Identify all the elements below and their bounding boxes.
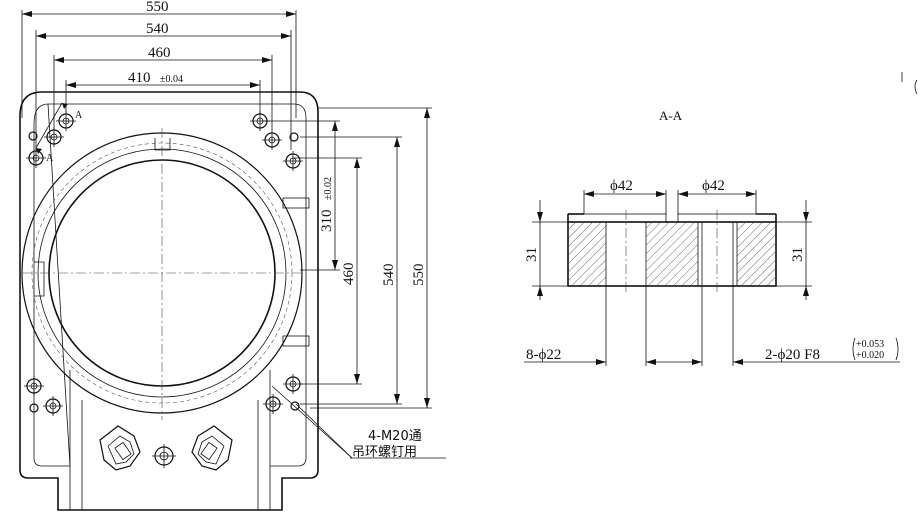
dim-dia42-right: ϕ42	[702, 178, 725, 194]
section-title: A-A	[659, 108, 683, 123]
dim-550-h: 550	[146, 0, 169, 15]
dim-540-h: 540	[146, 21, 169, 37]
dim-550-v: 550	[411, 264, 427, 287]
dim-vertical: 310 ±0.02 460 540 550	[262, 107, 432, 409]
section-mark-bottom: A	[46, 153, 54, 164]
side-slot-right-upper	[282, 197, 310, 209]
side-slot-right-lower	[282, 335, 310, 347]
plate-outline	[19, 91, 319, 511]
dim-dia42-left: ϕ42	[610, 178, 633, 194]
note-eyebolt: 吊环螺钉用	[352, 445, 417, 460]
dim-310-tolerance: ±0.02	[323, 177, 334, 200]
tol-upper: +0.053	[856, 339, 884, 350]
edge-fragment	[901, 72, 918, 95]
hole-group-lower-right	[263, 374, 303, 414]
keyway-notch	[154, 138, 171, 151]
dim-460-v: 460	[341, 263, 357, 286]
tol-lower: +0.020	[856, 350, 884, 361]
section-view-aa: A-A ϕ42 ϕ42	[524, 108, 900, 366]
dim-31-left: 31	[524, 247, 540, 262]
leader-note: 4-M20通 吊环螺钉用	[271, 385, 446, 460]
dim-2-dia20-f8: 2-ϕ20 F8	[765, 347, 820, 363]
counterbore-right	[677, 213, 777, 223]
dim-460-h: 460	[148, 45, 171, 61]
dim-310-v: 310	[319, 210, 335, 233]
hatch-mid-left	[646, 223, 698, 285]
front-view: A A 550 540 460	[19, 0, 446, 511]
clamp-bracket-right	[191, 425, 233, 471]
section-mark-top: A	[75, 110, 83, 121]
hatch-left	[569, 223, 606, 285]
note-m20: 4-M20通	[368, 429, 422, 444]
counterbore-left	[567, 213, 667, 223]
dim-horizontal: 550 540 460 410 ±0.04	[21, 0, 297, 150]
center-pin	[152, 444, 176, 468]
section-block	[567, 221, 777, 287]
hatch-right	[737, 223, 775, 285]
section-cut-line	[35, 102, 63, 149]
dim-410-h: 410	[128, 70, 151, 86]
dim-31-right: 31	[790, 247, 806, 262]
dim-410-tolerance: ±0.04	[160, 74, 183, 85]
plate-inner-outline	[33, 103, 307, 467]
dim-540-v: 540	[381, 264, 397, 287]
clamp-bracket-left	[99, 425, 141, 471]
dim-8-dia22: 8-ϕ22	[526, 347, 561, 363]
side-slot-left	[34, 261, 45, 297]
hole-group-upper-right	[250, 111, 303, 171]
hole-group-lower-left	[24, 376, 63, 416]
